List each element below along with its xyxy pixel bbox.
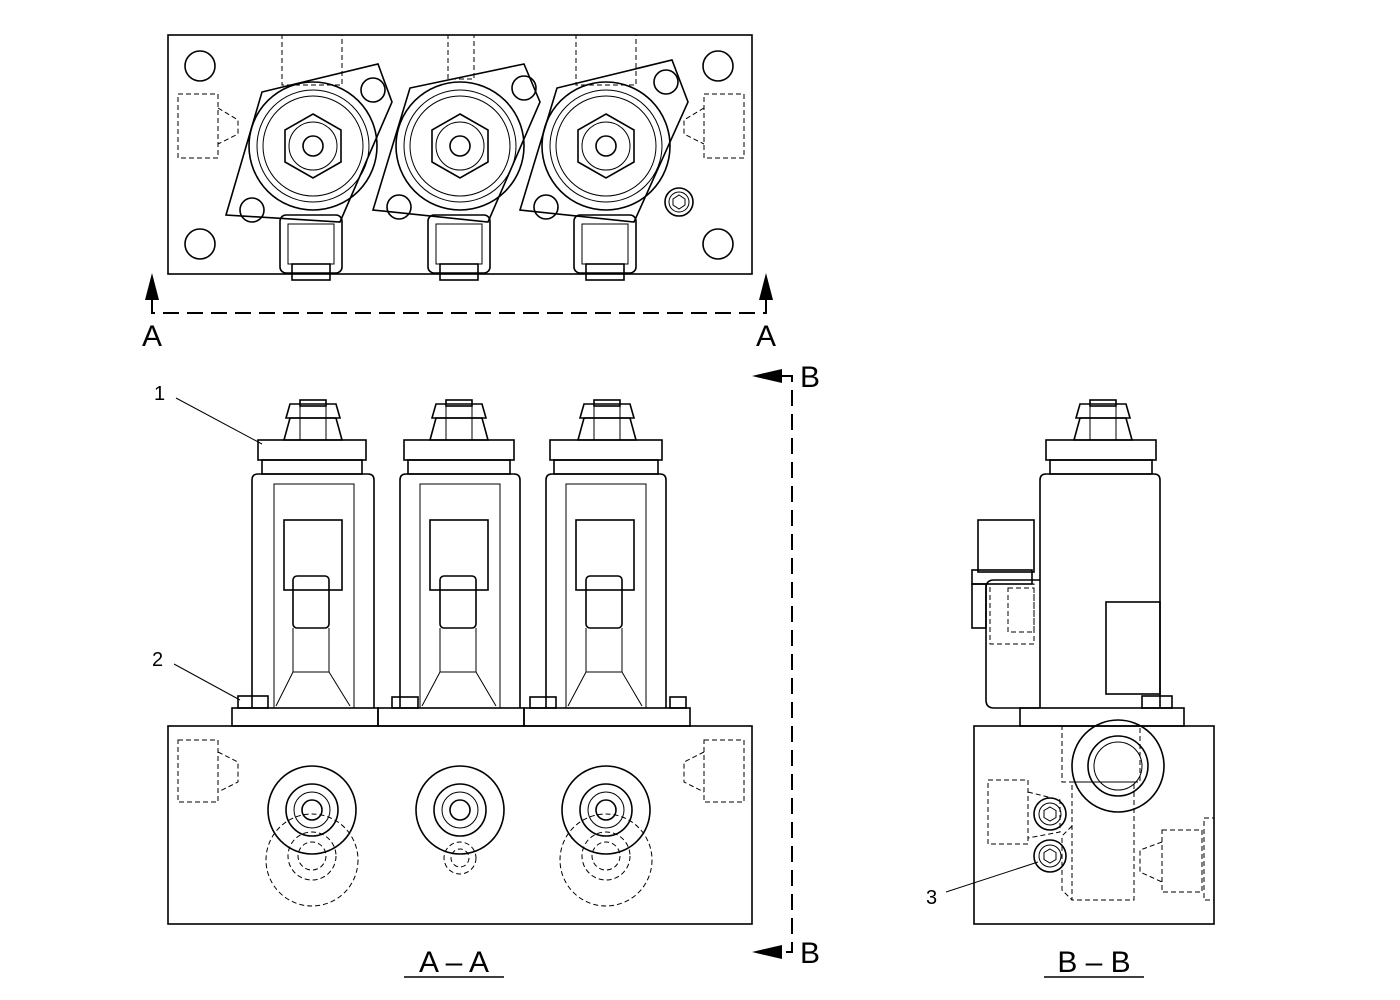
plug-screw xyxy=(664,187,694,217)
solenoid-side-1 xyxy=(251,399,375,708)
side-port xyxy=(1071,719,1165,813)
section-aa-title: A – A xyxy=(419,946,489,979)
manifold-block-side xyxy=(973,725,1215,925)
solenoid-plan-1 xyxy=(224,63,393,281)
section-line-aa: A A xyxy=(142,273,776,353)
section-marker-a-left: A xyxy=(142,320,162,353)
section-marker-b-bottom: B xyxy=(800,937,820,970)
section-aa-view: 1 2 A – A xyxy=(152,383,753,979)
front-port-2 xyxy=(415,765,505,875)
section-line-bb: B B xyxy=(752,361,820,970)
section-bb-view: 3 B – B xyxy=(926,399,1215,979)
section-marker-b-top: B xyxy=(800,361,820,394)
section-marker-a-right: A xyxy=(756,320,776,353)
mounting-hole xyxy=(702,50,734,82)
plug-screw-upper xyxy=(1033,797,1067,831)
manifold-block xyxy=(167,725,753,925)
top-view xyxy=(167,34,753,281)
front-port-1 xyxy=(265,765,359,907)
callout-3: 3 xyxy=(926,887,937,909)
callout-1: 1 xyxy=(154,383,165,405)
plug-screw-lower xyxy=(1033,839,1067,873)
mounting-hole xyxy=(184,228,216,260)
solenoid-side-3 xyxy=(545,399,667,708)
section-bb-title: B – B xyxy=(1057,946,1130,979)
callout-2: 2 xyxy=(152,649,163,671)
mounting-hole xyxy=(184,50,216,82)
front-port-3 xyxy=(559,765,653,907)
solenoid-side-2 xyxy=(399,399,521,708)
mounting-hole xyxy=(702,228,734,260)
solenoid-plan-2 xyxy=(371,63,541,281)
solenoid-plan-3 xyxy=(518,59,689,281)
